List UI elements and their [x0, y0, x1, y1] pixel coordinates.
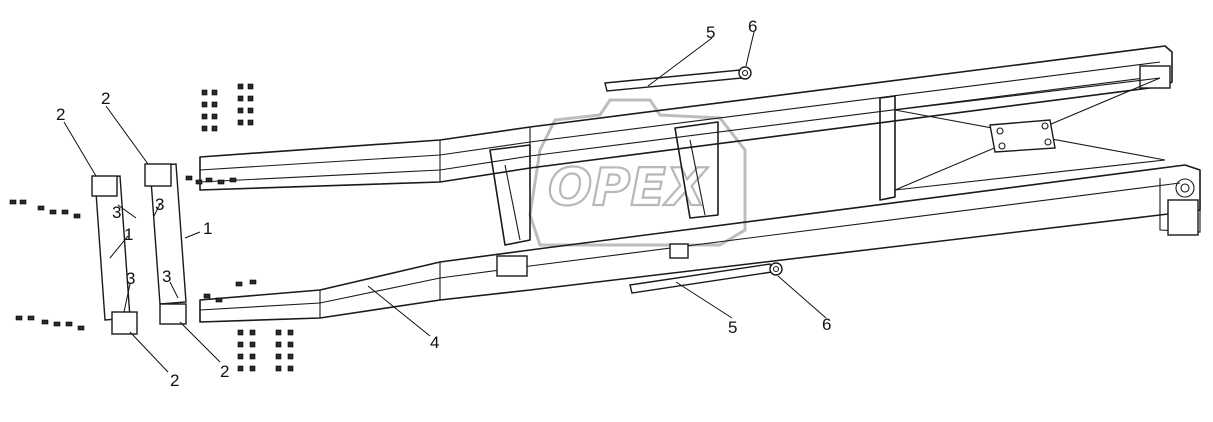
callout-5-top: 5: [706, 23, 715, 42]
frame-cross-members: [489, 77, 1166, 246]
callout-5-bot: 5: [728, 318, 737, 337]
callout-6-bot: 6: [822, 315, 831, 334]
callout-2-c: 2: [170, 371, 179, 390]
callout-4: 4: [430, 333, 439, 352]
end-assembly-left: [91, 175, 138, 335]
watermark-logo: OPEX: [528, 98, 747, 247]
bolts-left-horizontal: [9, 175, 257, 331]
end-assembly-right: [144, 163, 187, 325]
callout-2-a: 2: [101, 89, 110, 108]
bolts-bottom-vertical: [237, 329, 294, 372]
frame-upper-rail: [199, 45, 1173, 191]
bolts-top-left-vertical: [201, 83, 254, 132]
callout-2-b: 2: [56, 105, 65, 124]
callout-3-a: 3: [112, 203, 121, 222]
leader-lines: [63, 31, 827, 373]
rod-lower: [629, 262, 783, 294]
callout-3-d: 3: [162, 267, 171, 286]
callout-1-a: 1: [124, 225, 133, 244]
callout-2-d: 2: [220, 362, 229, 381]
callout-6-top: 6: [748, 17, 757, 36]
callout-3-b: 3: [155, 195, 164, 214]
frame-lower-rail: [199, 164, 1201, 323]
rod-upper: [604, 66, 752, 92]
callout-1-b: 1: [203, 219, 212, 238]
callout-3-c: 3: [126, 269, 135, 288]
callouts: 5 6 2 2 3 3 1 1 3 3 4 5 6 2 2: [56, 17, 831, 390]
bolt-clusters: [9, 83, 294, 372]
